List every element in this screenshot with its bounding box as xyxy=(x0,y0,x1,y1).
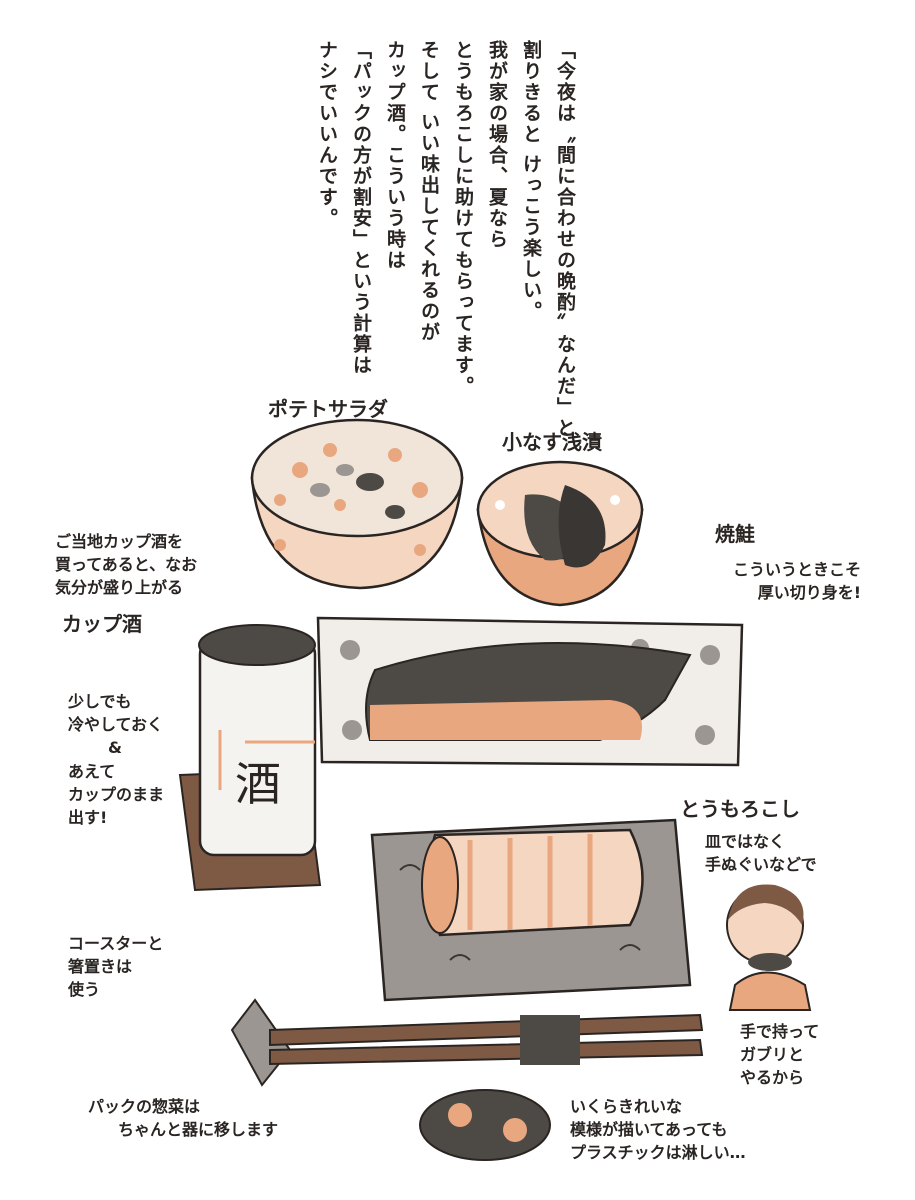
chill-note-line-5: カップのまま xyxy=(68,784,165,804)
cup-label-text: 酒 xyxy=(235,759,281,810)
vertical-line-6: カップ酒。こういう時は xyxy=(384,40,406,271)
vertical-line-8: ナシでいいんです。 xyxy=(316,40,338,229)
vertical-line-4: とうもろこしに助けてもらってます。 xyxy=(452,40,474,397)
cup-sake-intro-line-3: 気分が盛り上がる xyxy=(55,578,184,598)
salmon-note: こういうときこそ 厚い切り身を! xyxy=(733,558,861,604)
hand-note-line-3: やるから xyxy=(740,1068,805,1088)
vertical-line-7: 「パックの方が割安」という計算は xyxy=(350,40,372,376)
plastic-note-line-2: 模様が描いてあっても xyxy=(570,1120,728,1140)
potato-salad-label: ポテトサラダ xyxy=(268,397,388,421)
coaster-note-line-3: 使う xyxy=(68,980,101,1000)
salmon-note-line-2: 厚い切り身を! xyxy=(757,583,862,603)
cup-sake-intro: ご当地カップ酒を 買ってあると、なお 気分が盛り上がる xyxy=(55,530,197,600)
coaster-note: コースターと 箸置きは 使う xyxy=(68,932,163,1002)
salmon-plate xyxy=(316,616,744,767)
coaster-note-line-2: 箸置きは xyxy=(68,957,133,977)
person-eating-corn xyxy=(726,884,812,1011)
hand-note-line-2: ガブリと xyxy=(740,1045,805,1065)
plastic-note-line-3: プラスチックは淋しい… xyxy=(570,1143,746,1163)
corn-note-line-1: 皿ではなく xyxy=(705,832,786,851)
small-plate xyxy=(419,1089,551,1161)
cup-sake-label: カップ酒 xyxy=(62,612,142,636)
chill-note-line-2: 冷やしておく xyxy=(68,715,164,735)
vertical-line-1: 「今夜は〝間に合わせの晩酌〟なんだ」と xyxy=(554,40,576,439)
pack-note: パックの惣菜は ちゃんと器に移します xyxy=(88,1095,278,1141)
plastic-note: いくらきれいな 模様が描いてあっても プラスチックは淋しい… xyxy=(570,1095,746,1165)
pack-note-line-2: ちゃんと器に移します xyxy=(118,1120,279,1140)
chill-note-line-6: 出す! xyxy=(68,807,108,827)
eggplant-label: 小なす浅漬 xyxy=(502,430,602,454)
plastic-note-line-1: いくらきれいな xyxy=(570,1097,683,1116)
potato-salad-bowl xyxy=(250,418,464,590)
vertical-line-2: 割りきると けっこう楽しい。 xyxy=(520,40,542,322)
salmon-label: 焼鮭 xyxy=(715,522,755,546)
cup-sake-intro-line-1: ご当地カップ酒を xyxy=(55,532,184,551)
hand-note: 手で持って ガブリと やるから xyxy=(740,1020,819,1090)
eggplant-bowl xyxy=(476,460,644,607)
chopsticks xyxy=(230,998,704,1087)
chill-note-line-1: 少しでも xyxy=(68,692,132,711)
chill-note-line-3: & xyxy=(108,738,122,758)
chill-note-line-4: あえて xyxy=(68,761,116,781)
vertical-line-3: 我が家の場合、夏なら xyxy=(486,40,508,250)
salmon-note-line-1: こういうときこそ xyxy=(733,560,862,579)
corn-note-line-2: 手ぬぐいなどで xyxy=(705,855,817,875)
vertical-line-5: そして いい味出してくれるのが xyxy=(418,40,440,343)
pack-note-line-1: パックの惣菜は xyxy=(88,1097,201,1116)
corn-label: とうもろこし xyxy=(680,797,800,821)
corn-on-towel xyxy=(370,818,692,1002)
chill-note: 少しでも 冷やしておく & あえて カップのまま 出す! xyxy=(68,690,164,829)
coaster-note-line-1: コースターと xyxy=(68,934,164,953)
hand-note-line-1: 手で持って xyxy=(740,1022,820,1041)
cup-sake-intro-line-2: 買ってあると、なお xyxy=(55,555,198,575)
cup-sake: 酒 xyxy=(178,624,322,892)
corn-note: 皿ではなく 手ぬぐいなどで xyxy=(705,830,817,876)
